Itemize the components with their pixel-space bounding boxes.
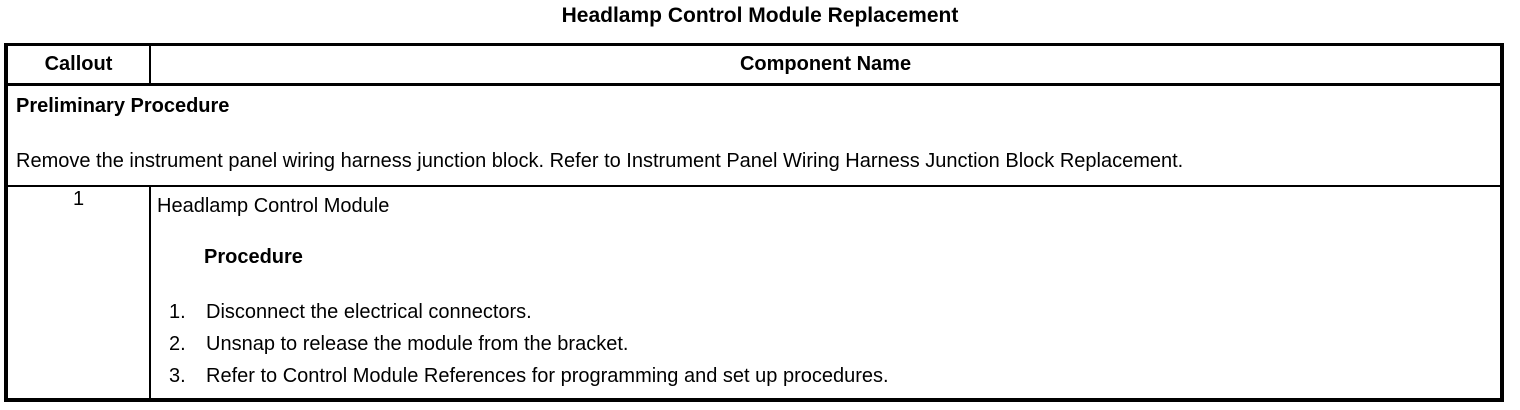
component-cell: Headlamp Control Module Procedure Discon… bbox=[150, 185, 1502, 400]
preliminary-procedure-cell: Preliminary Procedure Remove the instrum… bbox=[6, 85, 1502, 187]
component-table: Callout Component Name Preliminary Proce… bbox=[4, 43, 1504, 402]
table-row: 1 Headlamp Control Module Procedure Disc… bbox=[6, 185, 1502, 400]
column-header-callout: Callout bbox=[6, 44, 151, 86]
table-header-row: Callout Component Name bbox=[6, 44, 1502, 86]
procedure-step: Disconnect the electrical connectors. bbox=[206, 301, 532, 323]
procedure-step: Unsnap to release the module from the br… bbox=[206, 333, 629, 355]
preliminary-procedure-row: Preliminary Procedure Remove the instrum… bbox=[6, 85, 1502, 187]
callout-number: 1 bbox=[6, 185, 151, 400]
procedure-step: Refer to Control Module References for p… bbox=[206, 365, 889, 387]
column-header-component-name: Component Name bbox=[150, 44, 1502, 86]
page-title: Headlamp Control Module Replacement bbox=[561, 4, 959, 27]
component-name: Headlamp Control Module bbox=[157, 195, 390, 217]
procedure-steps: Disconnect the electrical connectors. Un… bbox=[169, 301, 1492, 388]
preliminary-procedure-text: Remove the instrument panel wiring harne… bbox=[16, 150, 1184, 172]
procedure-heading: Procedure bbox=[204, 246, 303, 268]
preliminary-procedure-heading: Preliminary Procedure bbox=[16, 95, 230, 117]
